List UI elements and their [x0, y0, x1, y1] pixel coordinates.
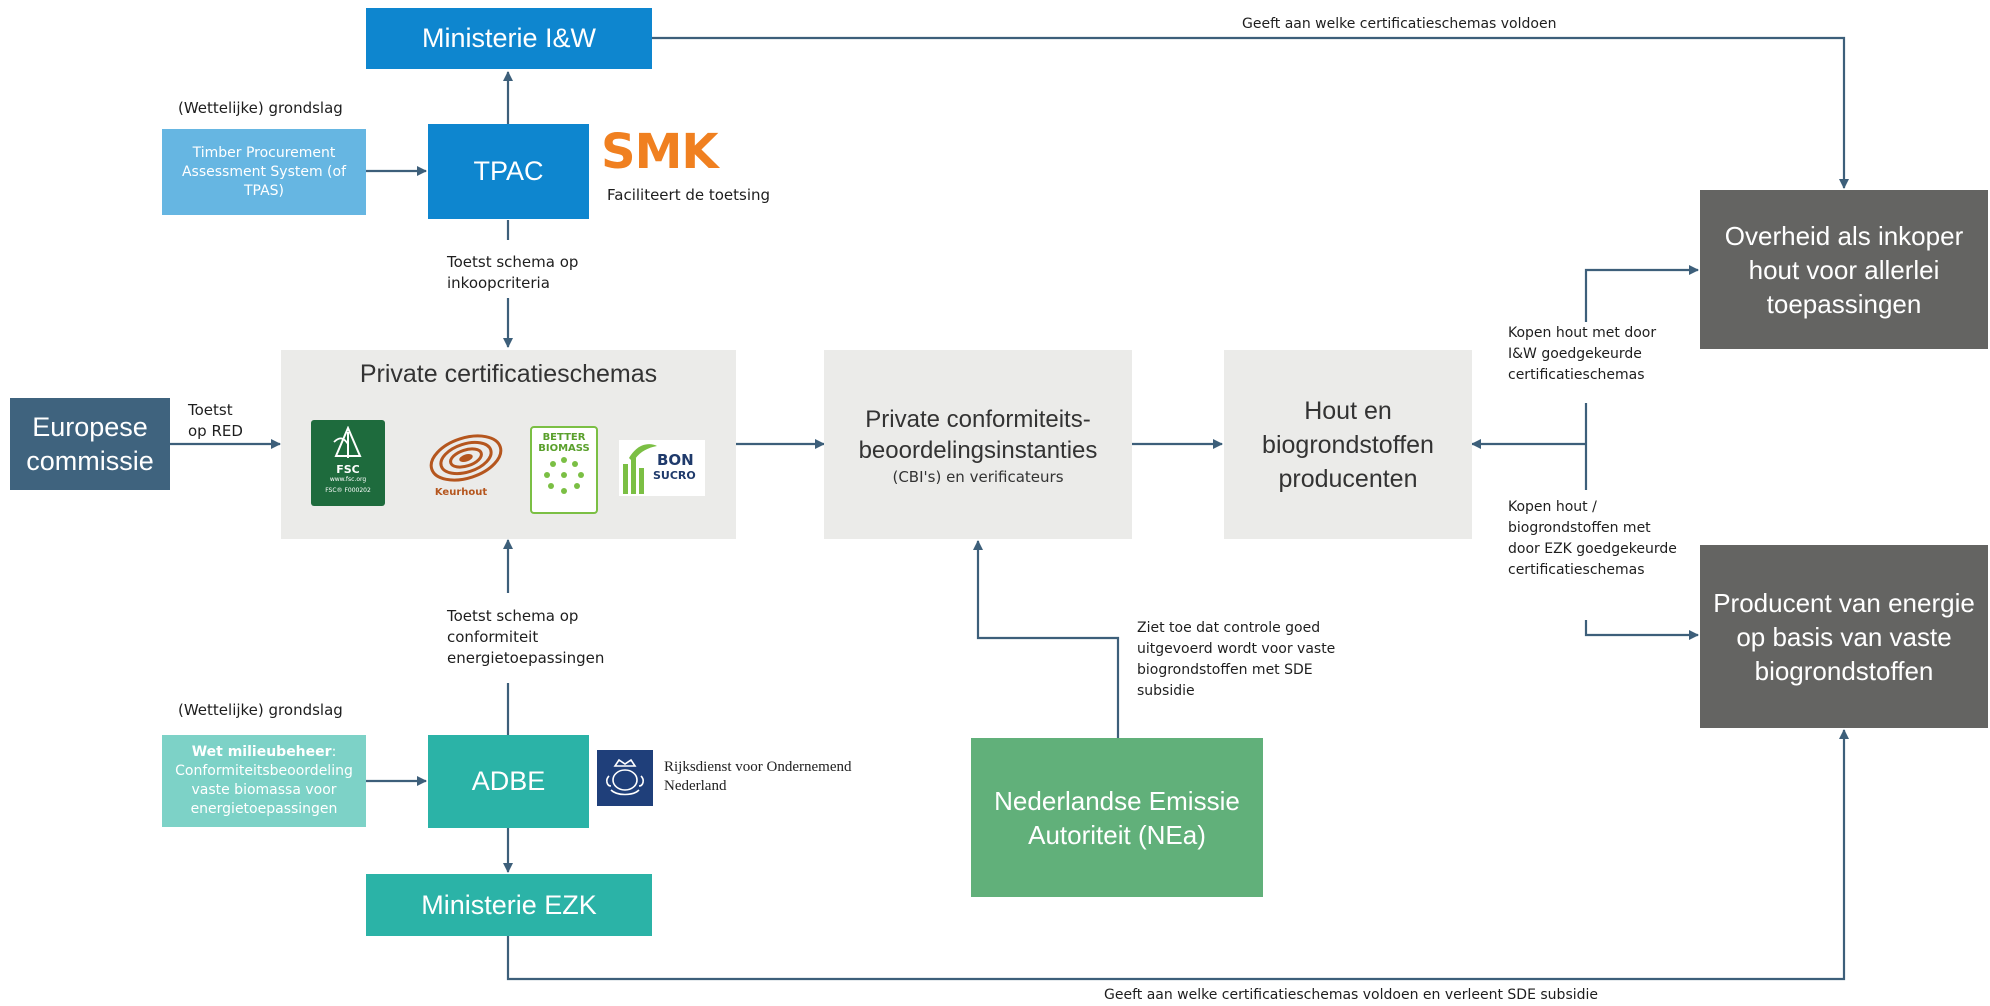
cbi-box: Private conformiteits-beoordelingsinstan…: [824, 350, 1132, 539]
keurhout-logo: Keurhout: [408, 434, 514, 504]
bonsucro-text-2: SUCRO: [653, 469, 696, 482]
private-schemas-title: Private certificatieschemas: [359, 360, 658, 388]
cbi-title: Private conformiteits-beoordelingsinstan…: [858, 405, 1098, 464]
nea-box: Nederlandse Emissie Autoriteit (NEa): [971, 738, 1263, 897]
wet-colon: :: [331, 744, 337, 760]
better-biomass-text-2: BIOMASS: [538, 443, 590, 454]
grondslag-label-bottom: (Wettelijke) grondslag: [178, 701, 343, 719]
arrow-ministerie-iw-to-overheid: [652, 36, 1849, 189]
fsc-tree-icon: [333, 425, 362, 458]
producent-energie-box: Producent van energie op basis van vaste…: [1700, 545, 1988, 728]
wet-milieubeheer-title: Wet milieubeheer: [191, 744, 332, 760]
tpas-label: Timber Procurement Assessment System (of…: [181, 144, 347, 199]
better-biomass-dots-icon: [544, 457, 584, 494]
arrow-overheid-branch: [1584, 265, 1699, 322]
fsc-code: FSC® F000202: [325, 487, 371, 494]
toetst-energie-label: Toetst schema op conformiteit energietoe…: [447, 607, 605, 667]
crown-emblem-icon: [606, 758, 644, 796]
tpas-box: Timber Procurement Assessment System (of…: [162, 129, 366, 215]
geeft-bottom-label: Geeft aan welke certificatieschemas vold…: [1104, 987, 1599, 1003]
toetst-red-label: Toetst op RED: [188, 401, 243, 440]
europese-commissie-label: Europese commissie: [26, 412, 154, 476]
toetst-inkoop-label: Toetst schema op inkoopcriteria: [447, 253, 579, 292]
kopen-ezk-label: Kopen hout / biogrondstoffen met door EZ…: [1508, 499, 1677, 578]
better-biomass-logo: BETTER BIOMASS: [530, 426, 598, 514]
better-biomass-text-1: BETTER: [542, 432, 586, 443]
europese-commissie-box: Europese commissie: [10, 398, 170, 490]
bonsucro-cane-icon: [623, 444, 657, 494]
ziet-toe-label: Ziet toe dat controle goed uitgevoerd wo…: [1137, 620, 1336, 699]
arrow-nea-to-cbi: [973, 540, 1120, 738]
keurhout-rings-icon: [429, 434, 503, 482]
tpac-box: TPAC: [428, 124, 589, 219]
nea-label: Nederlandse Emissie Autoriteit (NEa): [994, 785, 1240, 850]
producers-box: Hout en biogrondstoffen producenten: [1224, 350, 1472, 539]
adbe-label: ADBE: [471, 766, 546, 796]
geeft-top-label: Geeft aan welke certificatieschemas vold…: [1242, 16, 1557, 32]
bonsucro-text-1: BON: [657, 451, 694, 469]
ministerie-iw-box: Ministerie I&W: [366, 8, 652, 69]
keurhout-text: Keurhout: [434, 487, 488, 498]
fsc-text: FSC: [336, 463, 360, 476]
wet-milieubeheer-box: Wet milieubeheer: Conformiteitsbeoordeli…: [162, 735, 366, 827]
fsc-url: www.fsc.org: [329, 476, 367, 483]
bonsucro-logo: BON SUCRO: [619, 440, 705, 496]
wet-milieubeheer-text: Conformiteitsbeoordeling vaste biomassa …: [175, 763, 353, 817]
ministerie-ezk-label: Ministerie EZK: [421, 889, 597, 920]
overheid-label: Overheid als inkoper hout voor allerlei …: [1724, 220, 1964, 319]
adbe-box: ADBE: [428, 735, 589, 828]
producent-energie-label: Producent van energie op basis van vaste…: [1713, 587, 1975, 686]
arrow-ezk-to-producent: [506, 729, 1849, 981]
arrow-energie-branch: [1584, 620, 1699, 640]
tpac-label: TPAC: [473, 156, 544, 186]
rvo-logo: Rijksdienst voor Ondernemend Nederland: [597, 750, 882, 808]
rvo-emblem: [597, 750, 653, 806]
rvo-text: Rijksdienst voor Ondernemend Nederland: [664, 759, 852, 794]
kopen-iw-label: Kopen hout met door I&W goedgekeurde cer…: [1508, 325, 1657, 383]
smk-caption: Faciliteert de toetsing: [607, 186, 771, 204]
grondslag-label-top: (Wettelijke) grondslag: [178, 99, 343, 117]
producers-label: Hout en biogrondstoffen producenten: [1262, 396, 1434, 493]
overheid-box: Overheid als inkoper hout voor allerlei …: [1700, 190, 1988, 349]
ministerie-ezk-box: Ministerie EZK: [366, 874, 652, 936]
smk-logo: SMK: [601, 124, 719, 180]
ministerie-iw-label: Ministerie I&W: [421, 23, 597, 53]
fsc-logo: FSC www.fsc.org FSC® F000202: [311, 420, 385, 506]
cbi-subtitle: (CBI's) en verificateurs: [892, 467, 1064, 486]
